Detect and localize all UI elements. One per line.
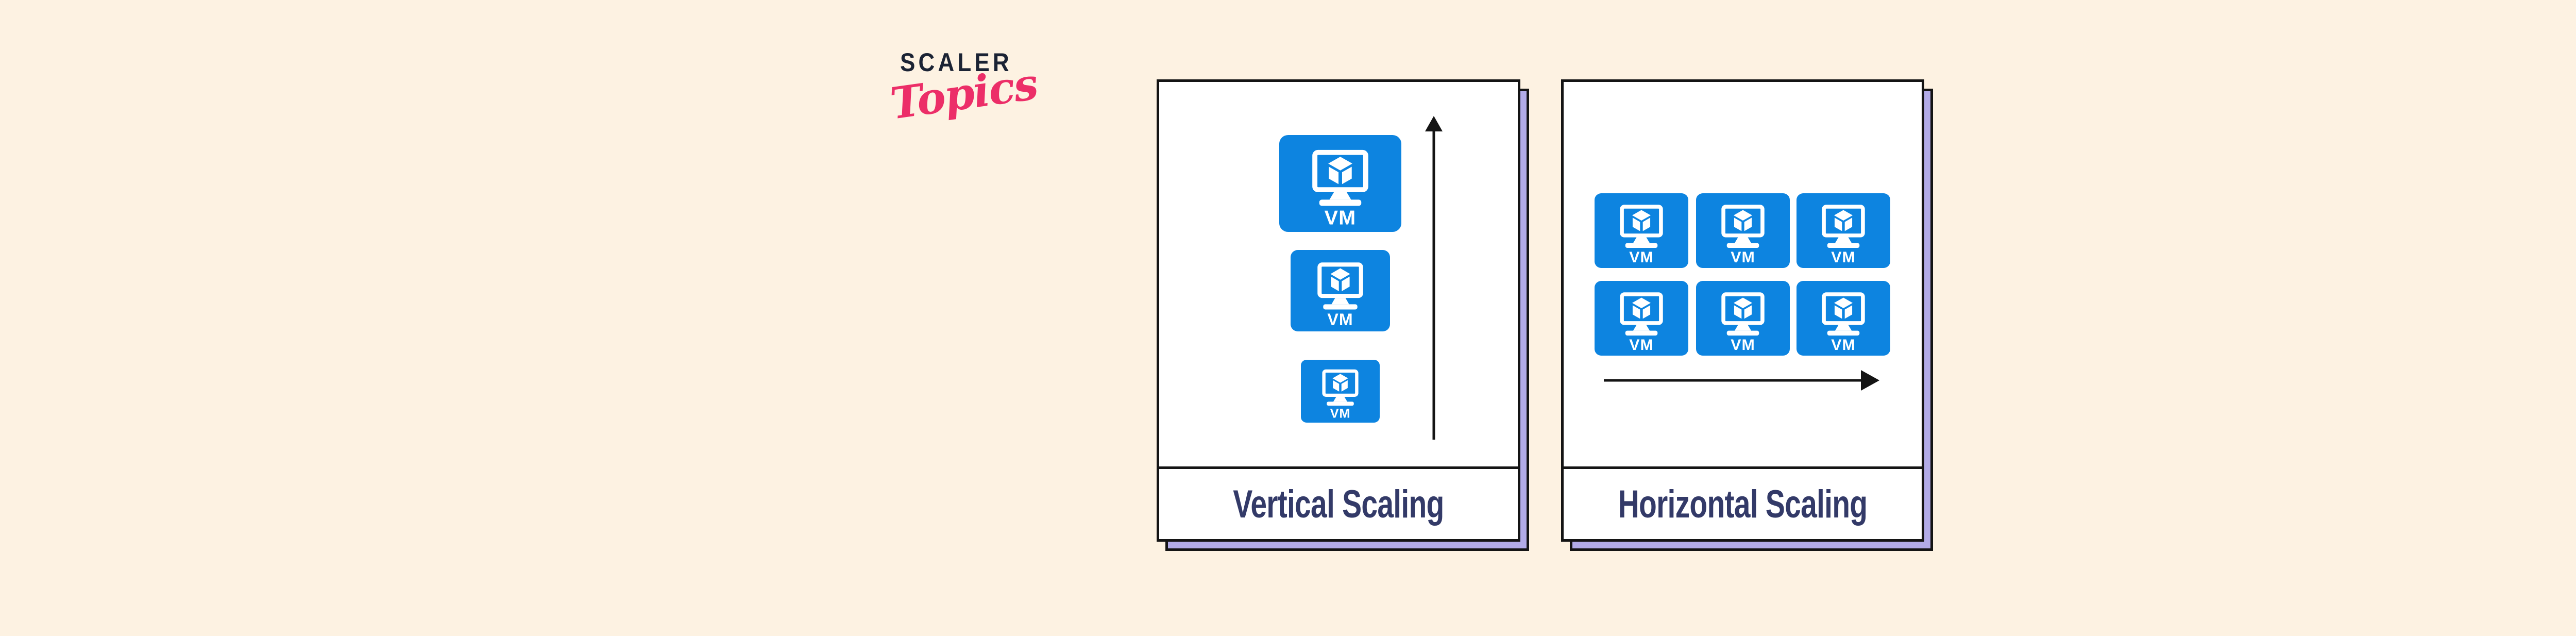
vm-icon <box>1797 281 1890 356</box>
card-title-vertical: Vertical Scaling <box>1233 482 1444 526</box>
card-footer: Vertical Scaling <box>1159 469 1518 539</box>
card-face: Horizontal Scaling <box>1561 79 1924 542</box>
vm-icon <box>1595 193 1688 268</box>
scaler-topics-logo: SCALER Topics <box>887 47 1040 145</box>
vertical-scaling-card: Vertical Scaling <box>1157 79 1529 551</box>
card-face: Vertical Scaling <box>1157 79 1520 542</box>
horizontal-scaling-card: Horizontal Scaling <box>1561 79 1933 551</box>
card-title-horizontal: Horizontal Scaling <box>1618 482 1868 526</box>
vm-icon-large <box>1279 135 1401 232</box>
up-arrow-icon <box>1425 116 1443 440</box>
card-footer-divider <box>1159 466 1518 469</box>
vm-icon-medium <box>1291 250 1390 331</box>
vm-icon <box>1696 193 1790 268</box>
card-footer-divider <box>1564 466 1922 469</box>
right-arrow-icon <box>1604 370 1879 391</box>
logo-brand-text: SCALER <box>900 48 1012 77</box>
vm-icon <box>1696 281 1790 356</box>
vm-icon <box>1797 193 1890 268</box>
vm-icon-small <box>1301 360 1380 423</box>
vm-icon <box>1595 281 1688 356</box>
card-footer: Horizontal Scaling <box>1564 469 1922 539</box>
